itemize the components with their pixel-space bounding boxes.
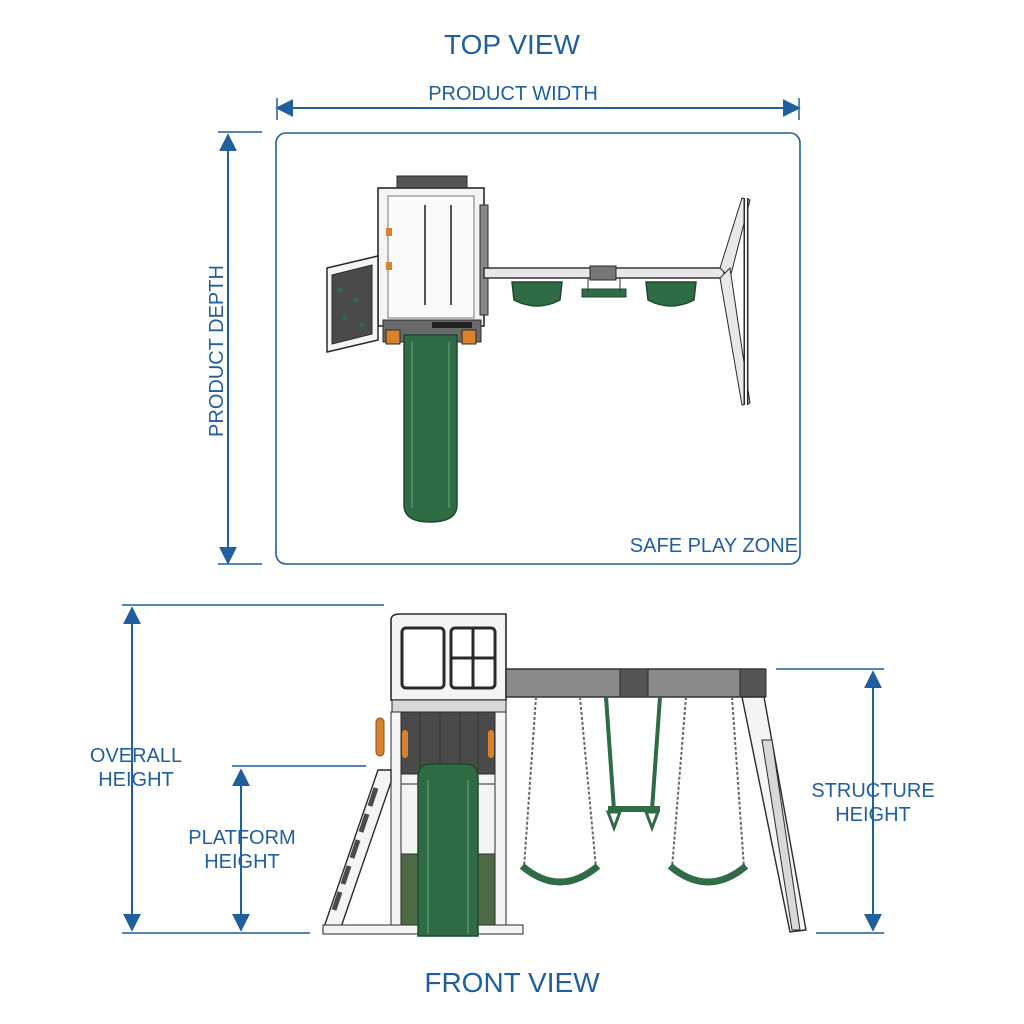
top-view-title: TOP VIEW <box>444 29 580 60</box>
safe-play-zone-label: SAFE PLAY ZONE <box>629 535 798 557</box>
front-swing-frame <box>505 668 807 933</box>
product-width-label: PRODUCT WIDTH <box>428 83 598 105</box>
platform-height-line-2: HEIGHT <box>204 851 280 873</box>
front-view <box>122 604 884 937</box>
front-view-title: FRONT VIEW <box>424 967 600 998</box>
top-swing-beam <box>483 197 751 406</box>
platform-height-line-1: PLATFORM <box>188 827 296 849</box>
safe-play-zone-boundary <box>275 132 801 565</box>
product-depth-label: PRODUCT DEPTH <box>206 265 228 437</box>
front-slide <box>417 763 479 937</box>
structure-height-line-2: HEIGHT <box>835 804 911 826</box>
front-swings <box>519 696 749 886</box>
structure-height-label: STRUCTURE HEIGHT <box>800 779 946 827</box>
top-fort <box>377 175 489 345</box>
platform-height-label: PLATFORM HEIGHT <box>172 826 312 874</box>
overall-height-line-2: HEIGHT <box>98 769 174 791</box>
top-climbing-wall <box>326 255 379 353</box>
overall-height-line-1: OVERALL <box>89 745 183 767</box>
top-view <box>218 98 801 565</box>
top-swings <box>511 278 697 307</box>
front-fort <box>375 613 507 935</box>
overall-height-label: OVERALL HEIGHT <box>66 744 206 792</box>
structure-height-line-1: STRUCTURE <box>811 780 935 802</box>
top-slide <box>403 334 458 523</box>
